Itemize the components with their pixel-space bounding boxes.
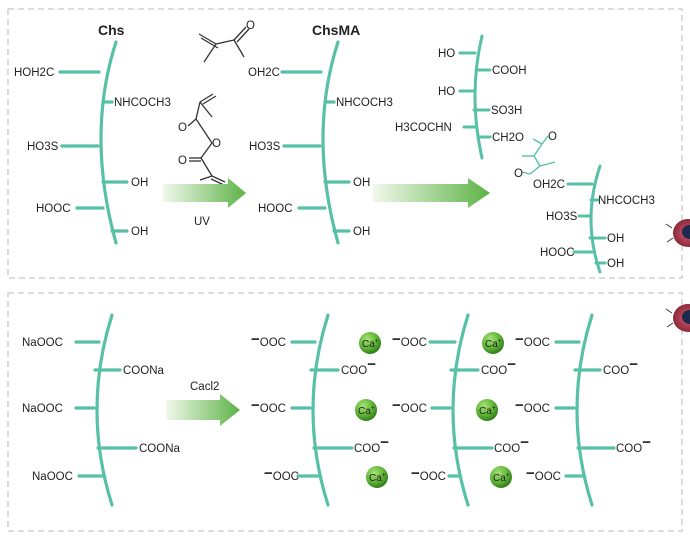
chs-hooc-label: HOOC bbox=[36, 203, 71, 215]
calcium-ion: Ca+ bbox=[359, 332, 381, 354]
prod-cooh-label: COOH bbox=[492, 65, 527, 77]
bridge-o2: O bbox=[514, 168, 523, 180]
calcium-ion: Ca+ bbox=[490, 466, 512, 488]
chsma-hooc-label: HOOC bbox=[258, 203, 293, 215]
c3-ooc-3: −OOC bbox=[526, 465, 561, 483]
c2-ooc-3: −OOC bbox=[411, 465, 446, 483]
chs-oh1-label: OH bbox=[131, 177, 148, 189]
methacrylate-o: O bbox=[246, 20, 255, 32]
prod-so3h-label: SO3H bbox=[491, 105, 522, 117]
calcium-ion: Ca+ bbox=[355, 399, 377, 421]
prodl-oh2-label: OH bbox=[607, 258, 624, 270]
c2-ooc-1: −OOC bbox=[392, 331, 427, 349]
reaction-arrow-uv bbox=[163, 178, 246, 208]
svg-text:Ca+: Ca+ bbox=[369, 472, 386, 484]
chsma-oh2-label: OH bbox=[353, 226, 370, 238]
svg-text:Ca+: Ca+ bbox=[485, 338, 502, 350]
chsma-nhcoch3-label: NHCOCH3 bbox=[336, 97, 393, 109]
prodl-nhcoch3-label: NHCOCH3 bbox=[598, 195, 655, 207]
bacteria-icon bbox=[665, 219, 690, 247]
c2-coo-2: COO− bbox=[494, 434, 529, 455]
reaction-arrow-crosslink bbox=[373, 178, 490, 208]
product-lower-chain bbox=[566, 164, 607, 274]
reaction-arrow-cacl2 bbox=[166, 394, 240, 426]
chsma-title: ChsMA bbox=[312, 22, 360, 38]
svg-text:Ca+: Ca+ bbox=[479, 405, 496, 417]
c1-coo-2: COO− bbox=[354, 434, 389, 455]
chs-chain bbox=[58, 40, 129, 245]
c3-coo-2: COO− bbox=[616, 434, 651, 455]
c2-ooc-2: −OOC bbox=[392, 397, 427, 415]
calcium-ion: Ca+ bbox=[366, 466, 388, 488]
chsma-oh1-label: OH bbox=[353, 177, 370, 189]
top-panel-border bbox=[7, 8, 683, 279]
chsma-ho3s-label: HO3S bbox=[249, 141, 281, 153]
bacteria-icon-2 bbox=[665, 304, 690, 332]
chsma-chain bbox=[280, 40, 351, 245]
chs-hoh2c-label: HOH2C bbox=[14, 67, 54, 79]
na-g4-label: COONa bbox=[139, 443, 181, 455]
c1-ooc-1: −OOC bbox=[251, 331, 286, 349]
prod-ch2o-label: CH2O bbox=[492, 132, 524, 144]
chs-nhcoch3-label: NHCOCH3 bbox=[114, 97, 171, 109]
na-g1-label: NaOOC bbox=[22, 337, 63, 349]
c1-ooc-3: −OOC bbox=[264, 465, 299, 483]
chs-oh2-label: OH bbox=[131, 226, 148, 238]
c2-coo-1: COO− bbox=[481, 356, 516, 377]
c1-ooc-2: −OOC bbox=[251, 397, 286, 415]
chs-ho3s-label: HO3S bbox=[27, 141, 59, 153]
calcium-ion: Ca+ bbox=[482, 332, 504, 354]
crosslink-bridge bbox=[521, 135, 556, 175]
carboxylate-chains bbox=[290, 313, 616, 507]
chsma-oh2c-label: OH2C bbox=[248, 67, 280, 79]
c3-ooc-2: −OOC bbox=[515, 397, 550, 415]
prodl-ho3s-label: HO3S bbox=[546, 211, 578, 223]
sodium-chain bbox=[74, 313, 138, 507]
anhydride-o2: O bbox=[212, 138, 221, 150]
anhydride-o3: O bbox=[178, 155, 187, 167]
svg-text:Ca+: Ca+ bbox=[493, 472, 510, 484]
svg-text:Ca+: Ca+ bbox=[358, 405, 375, 417]
prod-ho1-label: HO bbox=[438, 48, 455, 60]
uv-label: UV bbox=[194, 216, 210, 228]
na-g2-label: COONa bbox=[123, 365, 165, 377]
c3-ooc-1: −OOC bbox=[515, 331, 550, 349]
calcium-ion: Ca+ bbox=[476, 399, 498, 421]
bridge-o1: O bbox=[548, 131, 557, 143]
na-g5-label: NaOOC bbox=[32, 471, 73, 483]
na-g3-label: NaOOC bbox=[22, 403, 63, 415]
methacrylate-structure bbox=[198, 26, 250, 63]
cacl2-label: Cacl2 bbox=[190, 381, 219, 393]
prod-ho2-label: HO bbox=[438, 86, 455, 98]
prodl-oh2c-label: OH2C bbox=[533, 179, 565, 191]
c1-coo-1: COO− bbox=[341, 356, 376, 377]
prodl-hooc-label: HOOC bbox=[540, 247, 575, 259]
svg-text:Ca+: Ca+ bbox=[362, 338, 379, 350]
c3-coo-1: COO− bbox=[603, 356, 638, 377]
bottom-panel-border bbox=[7, 292, 683, 532]
prod-h3cocohn-label: H3COCHN bbox=[395, 122, 452, 134]
anhydride-o1: O bbox=[178, 122, 187, 134]
prodl-oh1-label: OH bbox=[607, 233, 624, 245]
chs-title: Chs bbox=[98, 22, 125, 38]
product-upper-chain bbox=[458, 34, 492, 160]
